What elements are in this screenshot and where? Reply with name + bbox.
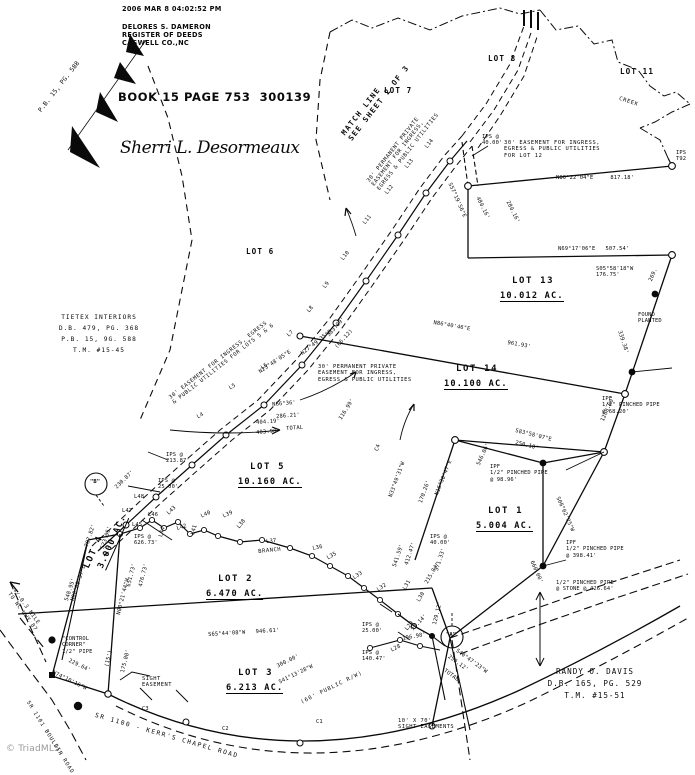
bearing-n69: N69°17'06"E 507.54' (558, 246, 630, 252)
bearing-s05: S05°58'18"W 176.75' (596, 266, 634, 279)
point-label-a: "A" (446, 632, 457, 638)
monument-ips-140: IPS @ 140.47' (362, 650, 386, 663)
register-name: DELORES S. DAMERON (122, 23, 211, 31)
lot-label-11: LOT 11 (620, 67, 655, 76)
lot-acreage-2: 6.470 AC. (206, 589, 264, 601)
monument-pipe-stone-426: 1/2" PINCHED PIPE @ STONE @ 426.64' (556, 580, 614, 593)
lot-acreage-3: 6.213 AC. (226, 683, 284, 695)
lot-acreage-13: 10.012 AC. (500, 291, 564, 303)
adjoiner-tietex-taxmap: T.M. #15-45 (73, 347, 125, 354)
monument-ipf-98: IPF 1/2" PINCHED PIPE @ 98.96' (490, 464, 548, 483)
bouldin-road (0, 629, 87, 761)
bearing-n80: N80°22'04"E 817.18' (556, 175, 635, 181)
signature: Sherri L. Desormeaux (120, 138, 300, 158)
adjoiner-davis-name: RANDY O. DAVIS (555, 667, 634, 676)
lot12-access-road (461, 25, 539, 149)
lot-label-8: LOT 8 (488, 54, 517, 63)
monument-control-corner: "CONTROL CORNER" 1/2" PIPE (62, 636, 93, 655)
line-label-l48: L48 (134, 494, 145, 500)
monument-ips-213: IPS @ 213.87' (166, 452, 190, 465)
register-office: REGISTER OF DEEDS (122, 31, 203, 39)
distance-total-2: TOTAL (286, 424, 304, 432)
monument-ips-25-left: IPS @ 25.00' (158, 478, 179, 491)
lot-label-13: LOT 13 (512, 276, 555, 286)
point-label-b: "B" (90, 479, 101, 485)
adjoiner-tietex-deed: D.B. 479, PG. 368 (58, 325, 140, 332)
lot-label-1: LOT 1 (488, 506, 524, 516)
adjoiner-davis-taxmap: T.M. #15-51 (564, 691, 626, 700)
monument-ipf-398: IPF 1/2" PINCHED PIPE @ 398.41' (566, 540, 624, 559)
line-label-l37: L37 (266, 537, 277, 545)
sight-easement-note: SIGHT EASEMENT (142, 676, 172, 689)
register-county: CASWELL CO.,NC (122, 39, 190, 47)
monument-ips-25-bottom: IPS @ 25.00' (362, 622, 383, 635)
lot-acreage-1: 5.004 AC. (476, 521, 534, 533)
sight-easements-note: 10' X 70' SIGHT EASEMENTS (398, 718, 455, 731)
lot-acreage-14: 10.100 AC. (444, 379, 508, 391)
monument-ips-626: IPS @ 626.73' (134, 534, 158, 547)
davis-boundary (449, 559, 681, 639)
line-s65-946 (17, 587, 433, 615)
lot-label-3: LOT 3 (238, 668, 274, 678)
north-boundary (329, 7, 541, 33)
west-boundary-dashed (139, 65, 193, 421)
lot-label-2: LOT 2 (218, 574, 254, 584)
curve-label-c2: C2 (222, 726, 229, 732)
lot-label-14: LOT 14 (456, 364, 499, 374)
lot-label-5: LOT 5 (250, 462, 286, 472)
lot-label-7: LOT 7 (384, 86, 413, 95)
easement-private-note-2: 30' PERMANENT PRIVATE EASEMENT FOR INGRE… (318, 364, 412, 383)
adjoiner-tietex-name: TIETEX INTERIORS (61, 314, 137, 321)
line-label-l45: L45 (132, 522, 143, 528)
creek-line (539, 9, 691, 105)
line-label-l46: L46 (148, 512, 159, 518)
north-arrow (70, 34, 144, 168)
private-easement-corridor (91, 135, 473, 557)
monument-found-planted: FOUND PLANTED (638, 312, 662, 325)
kerrs-chapel-row (115, 617, 689, 754)
watermark: © TriadMLS (6, 744, 60, 754)
line-label-l47: L47 (122, 508, 133, 514)
monument-ips-40-top: IPS @ 40.00' (482, 134, 503, 147)
easement-lot12-note: 30' EASEMENT FOR INGRESS, EGRESS & PUBLI… (504, 140, 601, 159)
monument-ips-t92: IPS T92 (676, 150, 687, 163)
lot-acreage-5: 10.160 AC. (238, 477, 302, 489)
line-n86-961 (299, 335, 626, 395)
adjoiner-tietex-plat: P.B. 15, 9G. 588 (61, 336, 137, 343)
curve-label-c3: C3 (142, 706, 149, 712)
line-n69-507 (467, 254, 673, 259)
lot-label-6: LOT 6 (246, 247, 275, 256)
monument-ips-40-mid: IPS @ 40.00' (430, 534, 451, 547)
adjoiner-davis-deed: D.B. 165, PG. 529 (547, 679, 643, 688)
recording-datetime: 2006 MAR 8 04:02:52 PM (122, 5, 222, 13)
monument-ipf-68: IPF 1/2" PINCHED PIPE @ 68.20' (602, 396, 660, 415)
book-page-label: BOOK 15 PAGE 753 300139 (118, 90, 312, 104)
curve-label-c1: C1 (316, 719, 323, 725)
line-n80-817 (467, 165, 673, 187)
kerrs-chapel-centerline (107, 605, 681, 742)
